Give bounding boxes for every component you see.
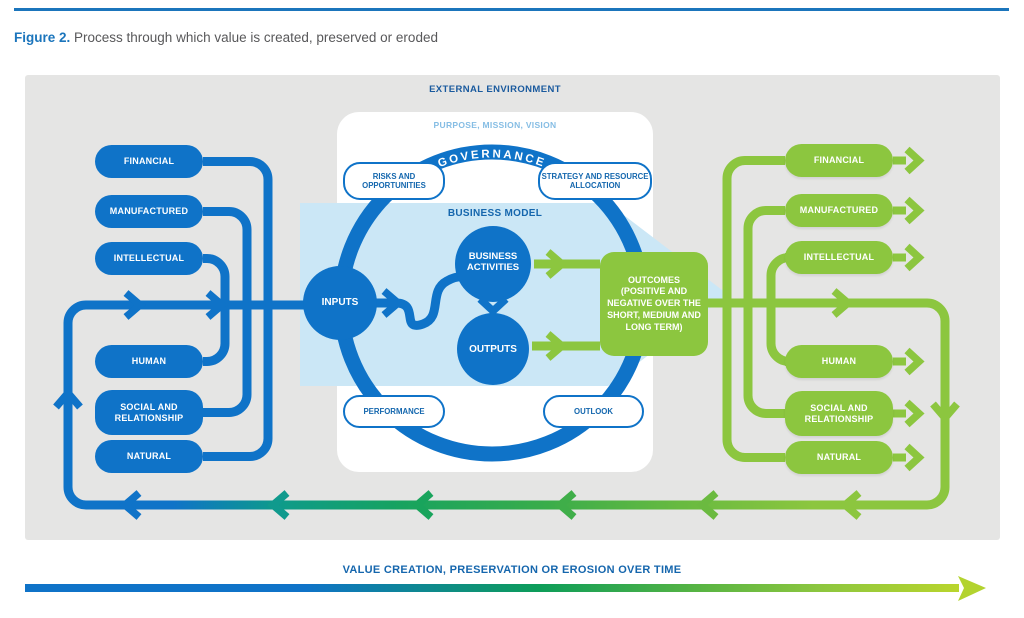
capital-right-intellectual: INTELLECTUAL (785, 241, 893, 274)
business-model-label: BUSINESS MODEL (447, 208, 543, 219)
blue-arrowheads (53, 288, 509, 410)
capital-right-social-relationship: SOCIAL AND RELATIONSHIP (785, 391, 893, 436)
figure-label: Figure 2. (14, 30, 71, 45)
right-capitals-exit-stubs (893, 156, 906, 462)
inputs-to-activities-wave (335, 272, 471, 330)
capital-right-natural: NATURAL (785, 441, 893, 474)
business-activities-node (455, 226, 531, 302)
timeline-caption: VALUE CREATION, PRESERVATION OR EROSION … (342, 564, 682, 576)
outputs-node (457, 313, 529, 385)
external-environment-label: EXTERNAL ENVIRONMENT (429, 84, 561, 95)
performance-pill: PERFORMANCE (343, 395, 445, 428)
inputs-node (303, 266, 377, 340)
green-arrowheads (545, 146, 960, 472)
capital-right-financial: FINANCIAL (785, 144, 893, 177)
capital-left-natural: NATURAL (95, 440, 203, 473)
outputs-label: OUTPUTS (469, 344, 517, 355)
timeline-gradient-bar (25, 584, 959, 592)
capital-right-manufactured: MANUFACTURED (785, 194, 893, 227)
business-activities-label: BUSINESS ACTIVITIES (466, 251, 520, 273)
top-rule (14, 8, 1009, 11)
risks-opportunities-pill: RISKS AND OPPORTUNITIES (343, 162, 445, 200)
capital-left-intellectual: INTELLECTUAL (95, 242, 203, 275)
outcomes-box: OUTCOMES (POSITIVE AND NEGATIVE OVER THE… (600, 252, 708, 356)
capital-right-human: HUMAN (785, 345, 893, 378)
capital-left-financial: FINANCIAL (95, 145, 203, 178)
purpose-mission-vision-label: PURPOSE, MISSION, VISION (433, 120, 557, 130)
capital-left-human: HUMAN (95, 345, 203, 378)
strategy-resource-allocation-pill: STRATEGY AND RESOURCE ALLOCATION (538, 162, 652, 200)
figure-caption: Figure 2. Process through which value is… (14, 30, 438, 45)
outlook-pill: OUTLOOK (543, 395, 644, 428)
inputs-label: INPUTS (321, 297, 359, 308)
timeline-arrowhead (958, 576, 986, 601)
feedback-arrowheads (119, 490, 862, 520)
figure-title-text: Process through which value is created, … (70, 30, 438, 45)
left-capitals-connectors (63, 157, 310, 510)
capital-left-social-relationship: SOCIAL AND RELATIONSHIP (95, 390, 203, 435)
capital-left-manufactured: MANUFACTURED (95, 195, 203, 228)
